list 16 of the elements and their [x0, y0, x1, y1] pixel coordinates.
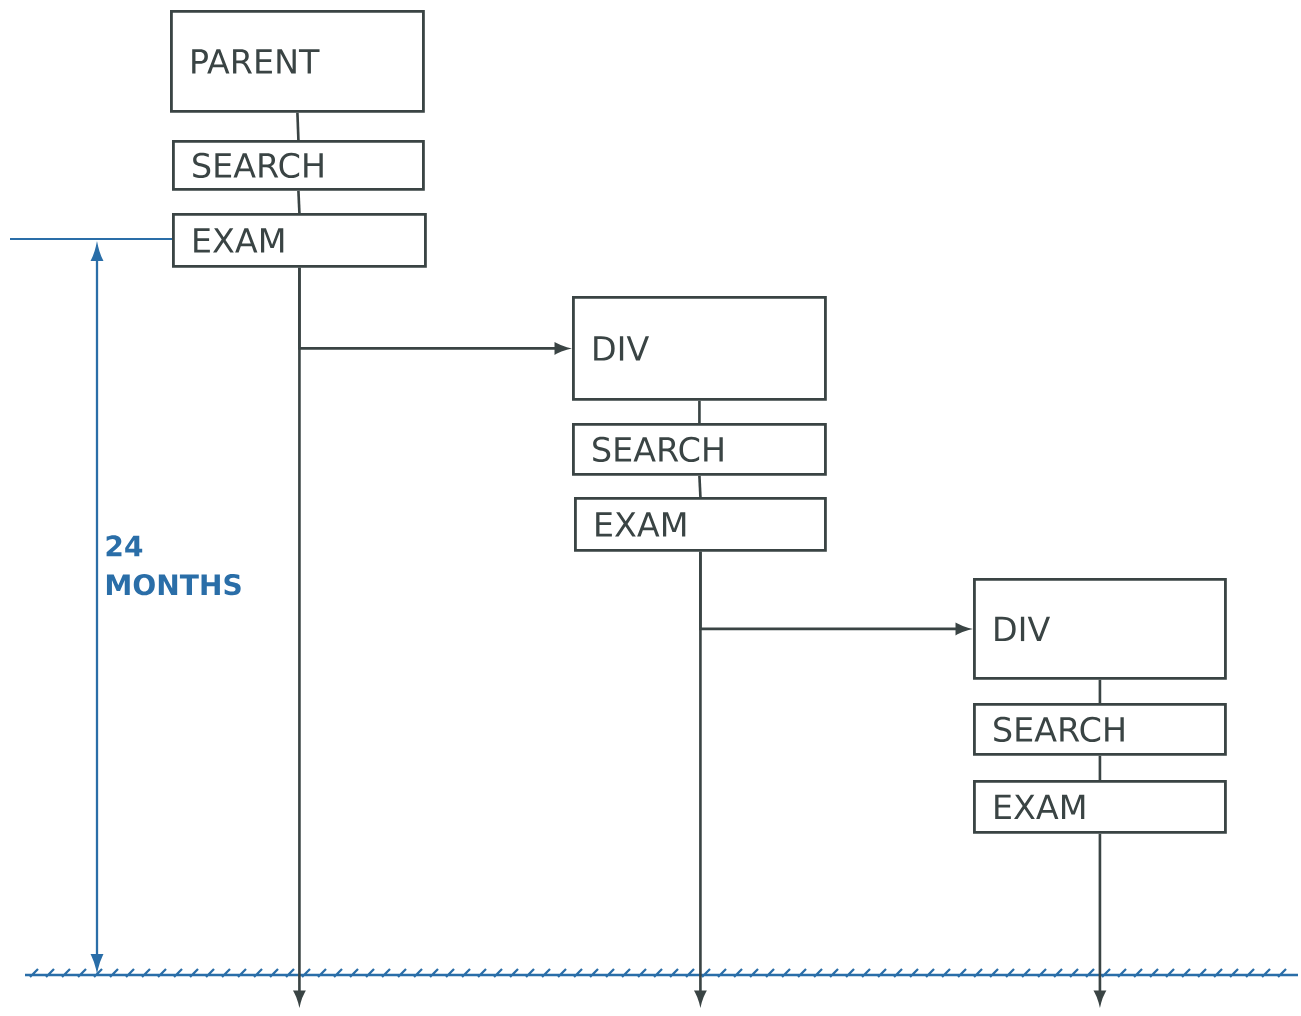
- connector-line: [297, 190, 301, 214]
- connector-line: [1098, 679, 1102, 703]
- process-box: SEARCH: [572, 423, 827, 476]
- connector-line: [698, 400, 701, 423]
- process-box: SEARCH: [172, 140, 425, 191]
- connector-line: [296, 112, 300, 141]
- process-box: EXAM: [172, 213, 427, 268]
- dimension-label: 24 MONTHS: [106, 535, 241, 596]
- connector-line: [698, 475, 702, 498]
- process-box: EXAM: [574, 497, 827, 552]
- process-box: DIV: [572, 296, 827, 401]
- process-box: DIV: [973, 578, 1227, 680]
- process-box: PARENT: [170, 10, 425, 113]
- process-box: EXAM: [973, 780, 1227, 834]
- process-box: SEARCH: [973, 703, 1227, 756]
- connector-line: [1098, 755, 1102, 780]
